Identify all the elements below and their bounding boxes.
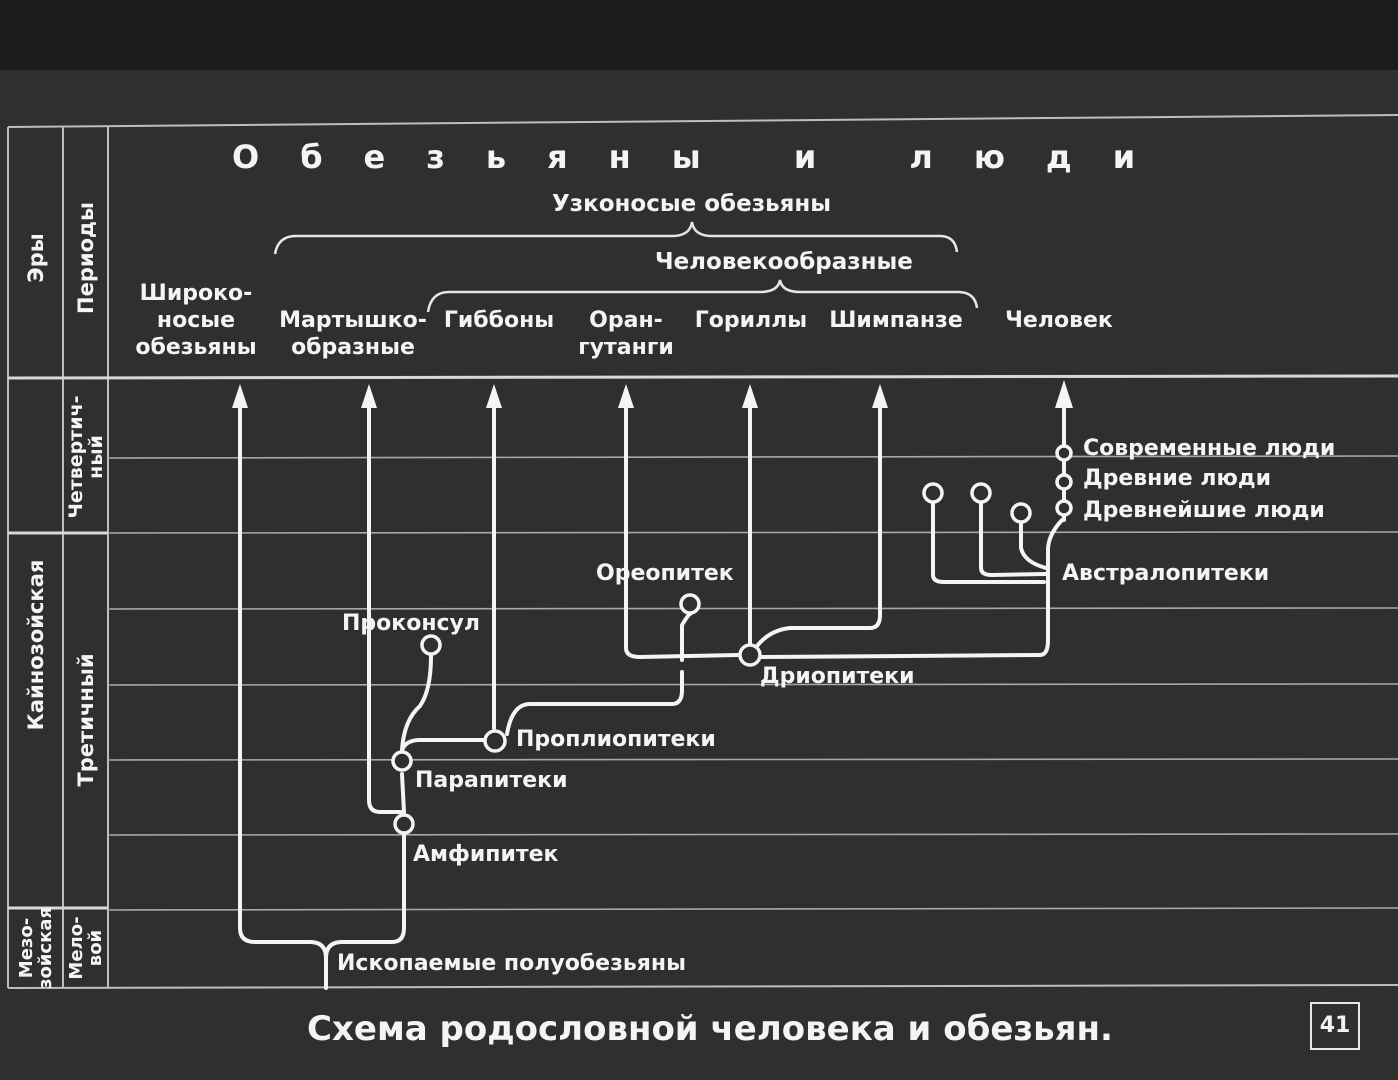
column-cercopithecoids: Мартышко- образные [279,308,427,360]
node-oldest-people [1055,499,1073,517]
label-oldest-people: Древнейшие люди [1083,498,1325,523]
column-human: Человек [1005,308,1113,333]
label-parapithecines: Парапитеки [415,768,568,793]
era-mesozoic: Мезо- зойская [16,906,56,990]
period-tertiary: Третичный [74,653,98,787]
label-oreopithecus: Ореопитек [596,561,734,586]
label-propliopithecines: Проплиопитеки [516,727,716,752]
node-modern-people [1055,444,1073,462]
node-proconsul [420,634,442,656]
label-australopithecines: Австралопитеки [1062,561,1270,586]
film-top-band [0,0,1398,70]
column-gibbons: Гиббоны [443,308,555,333]
brace-catarrhini [273,221,959,255]
node-parapithecines [391,750,413,772]
caption: Схема родословной человека и обезьян. [307,1009,1113,1049]
era-cenozoic: Кайнозойская [24,559,48,731]
node-australopithecine-2 [970,482,992,504]
node-oreopithecus [679,593,701,615]
frame-top-line [7,114,1398,128]
eras-header: Эры [24,233,48,283]
label-ancient-people: Древние люди [1083,466,1272,491]
node-australopithecine-3 [1010,502,1032,524]
column-platyrrhini: Широко- носые обезьяны [135,281,257,360]
periods-header: Периоды [74,202,98,314]
diagram-title: Обезьяны и люди [232,138,1177,176]
header-separator [7,374,1398,380]
period-cretaceous: Мело- вой [66,916,106,980]
label-proconsul: Проконсул [342,611,481,636]
label-modern-people: Современные люди [1083,436,1336,461]
node-australopithecine-1 [922,482,944,504]
page-number: 41 [1310,1002,1360,1050]
group-catarrhini: Узконосые обезьяны [552,191,832,217]
tree-branches [238,393,1066,990]
node-propliopithecines [483,729,507,753]
label-fossil-prosimians: Ископаемые полуобезьяны [337,951,687,976]
frame-bottom-line [7,984,1398,989]
group-hominoids: Человекообразные [655,249,913,275]
period-quaternary: Четвертич- ный [65,395,107,519]
node-ancient-people [1055,473,1073,491]
node-amphipithecus [393,813,415,835]
column-chimpanzees: Шимпанзе [829,308,963,333]
arrowheads [232,380,1073,408]
column-orangutans: Оран- гутанги [578,308,674,360]
label-amphipithecus: Амфипитек [413,842,559,867]
label-dryopithecines: Дриопитеки [760,664,915,689]
column-gorillas: Гориллы [694,308,808,333]
node-dryopithecines [738,643,762,667]
grid-lines [107,455,1398,911]
brace-hominoids [426,279,979,313]
